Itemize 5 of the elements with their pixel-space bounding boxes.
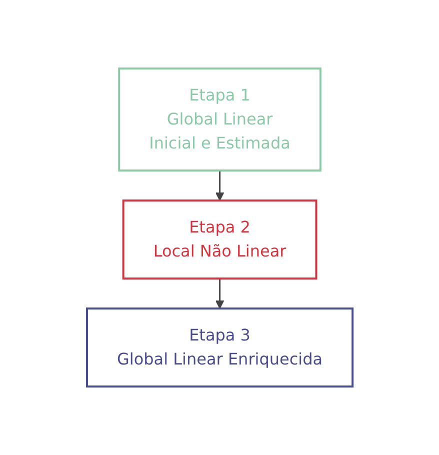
node-box: Etapa 2 Local Não Linear — [122, 200, 317, 280]
arrow — [215, 170, 224, 201]
arrow — [215, 278, 224, 309]
node-box: Etapa 1 Global Linear Inicial e Estimada — [118, 68, 322, 172]
node-box: Etapa 3 Global Linear Enriquecida — [86, 308, 354, 388]
